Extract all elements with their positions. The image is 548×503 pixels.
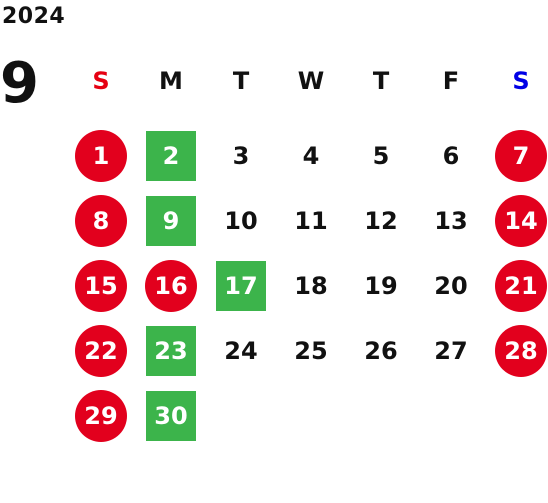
day-cell: 22 [66, 318, 136, 383]
day-cell: 16 [136, 253, 206, 318]
day-number: 9 [146, 195, 196, 246]
day-number: 8 [75, 194, 127, 247]
day-cell [276, 383, 346, 448]
day-cell: 14 [486, 188, 548, 253]
day-number: 30 [146, 390, 196, 441]
day-number: 1 [75, 129, 127, 182]
day-number: 22 [75, 324, 127, 377]
day-number: 28 [495, 324, 547, 377]
day-cell: 7 [486, 123, 548, 188]
day-number: 10 [224, 206, 258, 235]
day-cell: 28 [486, 318, 548, 383]
day-number: 18 [294, 271, 328, 300]
day-number: 4 [302, 141, 320, 170]
day-cell: 2 [136, 123, 206, 188]
day-cell: 15 [66, 253, 136, 318]
day-cell: 24 [206, 318, 276, 383]
day-cell [486, 383, 548, 448]
day-number: 24 [224, 336, 258, 365]
day-number: 17 [216, 260, 266, 311]
day-number: 25 [294, 336, 328, 365]
day-cell: 12 [346, 188, 416, 253]
weekday-friday: F [442, 67, 460, 95]
day-number: 23 [146, 325, 196, 376]
day-cell: 29 [66, 383, 136, 448]
day-number: 2 [146, 130, 196, 181]
day-number: 29 [75, 389, 127, 442]
day-cell: 13 [416, 188, 486, 253]
day-cell: 11 [276, 188, 346, 253]
day-cell: 20 [416, 253, 486, 318]
day-cell: 4 [276, 123, 346, 188]
day-number: 27 [434, 336, 468, 365]
day-cell: 26 [346, 318, 416, 383]
day-cell [346, 383, 416, 448]
weekday-monday: M [159, 67, 183, 95]
day-cell [416, 383, 486, 448]
day-cell: 25 [276, 318, 346, 383]
weekday-wednesday: W [297, 67, 325, 95]
day-number: 3 [232, 141, 250, 170]
day-number: 16 [145, 259, 197, 312]
day-cell: 1 [66, 123, 136, 188]
day-cell: 9 [136, 188, 206, 253]
day-cell: 18 [276, 253, 346, 318]
weekday-tuesday: T [232, 67, 250, 95]
day-number: 5 [372, 141, 390, 170]
day-cell [206, 383, 276, 448]
day-number: 7 [495, 129, 547, 182]
day-number: 20 [434, 271, 468, 300]
day-cell: 17 [206, 253, 276, 318]
weekday-sunday: S [92, 67, 110, 95]
day-number: 11 [294, 206, 328, 235]
day-cell: 27 [416, 318, 486, 383]
day-cell: 10 [206, 188, 276, 253]
day-number: 26 [364, 336, 398, 365]
day-number: 13 [434, 206, 468, 235]
day-cell: 8 [66, 188, 136, 253]
day-cell: 21 [486, 253, 548, 318]
day-cell: 30 [136, 383, 206, 448]
weekday-thursday: T [372, 67, 390, 95]
month-number: 9 [0, 51, 39, 116]
day-number: 6 [442, 141, 460, 170]
day-number: 15 [75, 259, 127, 312]
day-cell: 19 [346, 253, 416, 318]
day-cell: 3 [206, 123, 276, 188]
day-number: 21 [495, 259, 547, 312]
day-number: 19 [364, 271, 398, 300]
day-cell: 6 [416, 123, 486, 188]
weekday-saturday: S [512, 67, 530, 95]
day-number: 12 [364, 206, 398, 235]
day-cell: 23 [136, 318, 206, 383]
year-label: 2024 [2, 4, 66, 29]
day-number: 14 [495, 194, 547, 247]
day-cell: 5 [346, 123, 416, 188]
